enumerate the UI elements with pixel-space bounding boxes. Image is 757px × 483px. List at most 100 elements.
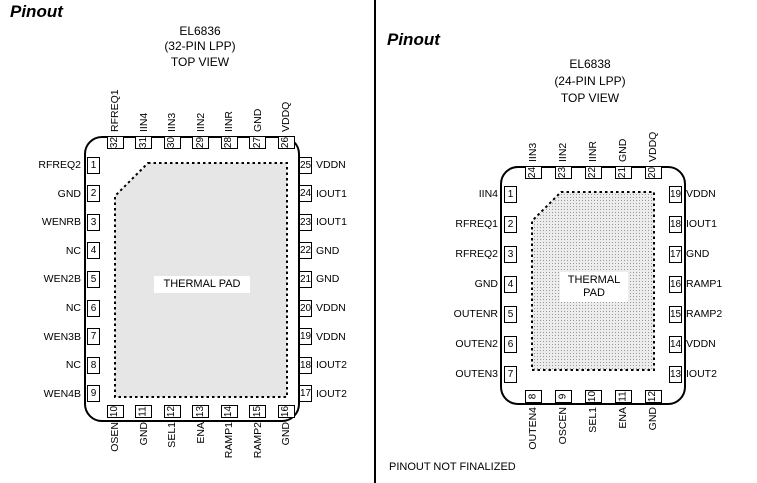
left-pin-15: 15 bbox=[249, 405, 266, 418]
right-pin-label-22: IINR bbox=[587, 141, 599, 162]
left-pin-label-11: GND bbox=[137, 422, 150, 446]
left-pin-label-9: WEN4B bbox=[43, 387, 81, 400]
left-pin-number-14: 14 bbox=[223, 405, 235, 418]
left-pin-30: 30 bbox=[163, 136, 181, 149]
left-package: (32-PIN LPP) bbox=[164, 39, 236, 53]
left-pin-26: 26 bbox=[277, 136, 295, 149]
right-pin-label-10: SEL1 bbox=[587, 407, 599, 433]
left-pin-3: 3 bbox=[87, 213, 100, 231]
left-pin-29: 29 bbox=[192, 136, 209, 149]
left-pin-20: 20 bbox=[299, 299, 312, 317]
right-pin-10: 10 bbox=[584, 390, 602, 403]
left-pin-label-30: IIN3 bbox=[166, 112, 178, 132]
left-pin-label-7: WEN3B bbox=[43, 330, 81, 343]
left-pin-label-14: RAMP1 bbox=[223, 422, 235, 459]
right-pin-23: 23 bbox=[554, 166, 572, 179]
right-pin-18: 18 bbox=[669, 215, 682, 233]
right-pin-label-23: IIN2 bbox=[557, 142, 569, 162]
left-pin-32: 32 bbox=[106, 136, 124, 149]
left-pin-19: 19 bbox=[299, 328, 312, 346]
left-pin-label-25: VDDN bbox=[316, 159, 346, 171]
left-pin-18: 18 bbox=[299, 356, 312, 374]
right-pin-21: 21 bbox=[614, 166, 632, 179]
right-pin-1: 1 bbox=[504, 185, 517, 203]
left-pin-27: 27 bbox=[249, 136, 266, 149]
right-pin-label-24: IIN3 bbox=[527, 142, 539, 162]
right-pin-20: 20 bbox=[644, 166, 662, 179]
left-pin-25: 25 bbox=[299, 156, 312, 174]
right-pin-number-11: 11 bbox=[617, 391, 629, 402]
right-pin-16: 16 bbox=[669, 275, 682, 293]
left-heading: Pinout bbox=[10, 2, 63, 21]
left-pin-label-16: GND bbox=[280, 422, 292, 446]
right-pin-number-21: 21 bbox=[617, 166, 629, 179]
left-pin-label-6: NC bbox=[65, 302, 81, 314]
left-pin-17: 17 bbox=[299, 385, 312, 403]
right-pin-17: 17 bbox=[669, 245, 682, 263]
right-pin-label-12: GND bbox=[647, 407, 659, 431]
right-pin-number-23: 23 bbox=[557, 166, 569, 179]
left-pin-number-31: 31 bbox=[138, 136, 149, 149]
right-pin-label-21: GND bbox=[617, 138, 629, 162]
right-pin-5: 5 bbox=[504, 305, 517, 323]
left-pin-31: 31 bbox=[135, 136, 152, 149]
right-pin-13: 13 bbox=[669, 365, 682, 383]
right-pin-11: 11 bbox=[614, 390, 632, 403]
left-pin-label-2: GND bbox=[57, 187, 81, 200]
left-pin-label-18: IOUT2 bbox=[316, 359, 347, 372]
left-pin-label-26: VDDQ bbox=[280, 101, 292, 132]
right-thermal-pad-text-2: PAD bbox=[583, 287, 605, 299]
right-pin-label-19: VDDN bbox=[686, 188, 716, 200]
left-pin-12: 12 bbox=[163, 405, 181, 418]
footnote: PINOUT NOT FINALIZED bbox=[389, 461, 516, 473]
left-pin-23: 23 bbox=[299, 213, 312, 231]
right-pin-label-20: VDDQ bbox=[647, 131, 659, 162]
left-pin-7: 7 bbox=[87, 328, 100, 346]
right-pin-label-9: OSCEN bbox=[557, 407, 569, 445]
left-pin-number-32: 32 bbox=[109, 136, 121, 149]
right-pin-number-9: 9 bbox=[557, 393, 569, 400]
left-pin-label-8: NC bbox=[65, 359, 81, 372]
left-pin-label-29: IIN2 bbox=[194, 112, 207, 132]
right-pin-label-16: RAMP1 bbox=[686, 278, 723, 290]
left-pin-number-29: 29 bbox=[195, 136, 206, 149]
right-pin-label-5: OUTENR bbox=[453, 308, 498, 320]
right-pin-6: 6 bbox=[504, 335, 517, 353]
left-pin-number-16: 16 bbox=[280, 405, 292, 418]
right-pin-number-12: 12 bbox=[647, 390, 659, 403]
left-pin-22: 22 bbox=[299, 242, 312, 260]
right-thermal-pad-text-1: THERMAL bbox=[567, 274, 621, 286]
left-pin-number-28: 28 bbox=[223, 136, 235, 149]
left-pin-28: 28 bbox=[220, 136, 238, 149]
left-pin-label-32: RFREQ1 bbox=[109, 89, 121, 132]
right-pin-14: 14 bbox=[669, 335, 682, 353]
left-pin-14: 14 bbox=[220, 405, 238, 418]
left-pin-8: 8 bbox=[87, 356, 100, 374]
right-package: (24-PIN LPP) bbox=[554, 74, 626, 88]
left-pin-number-27: 27 bbox=[252, 136, 263, 149]
right-pin-number-24: 24 bbox=[527, 166, 539, 179]
left-pin-label-28: IINR bbox=[223, 111, 235, 132]
right-pin-3: 3 bbox=[504, 245, 517, 263]
left-pin-label-27: GND bbox=[251, 108, 264, 132]
left-pin-label-3: WENRB bbox=[41, 216, 81, 229]
left-pin-label-31: IIN4 bbox=[137, 112, 150, 132]
left-pin-label-17: IOUT2 bbox=[316, 387, 347, 400]
left-pin-16: 16 bbox=[277, 405, 295, 418]
right-pin-label-3: RFREQ2 bbox=[455, 248, 498, 260]
left-pin-label-1: RFREQ2 bbox=[38, 159, 81, 171]
left-pin-21: 21 bbox=[299, 270, 312, 288]
right-pin-label-15: RAMP2 bbox=[686, 308, 723, 320]
right-pin-number-22: 22 bbox=[587, 166, 599, 179]
right-pin-4: 4 bbox=[504, 275, 517, 293]
right-pin-label-11: ENA bbox=[617, 407, 629, 429]
left-pin-label-20: VDDN bbox=[316, 302, 346, 314]
right-pin-label-2: RFREQ1 bbox=[455, 218, 498, 230]
right-pin-22: 22 bbox=[584, 166, 602, 179]
left-pin-number-11: 11 bbox=[137, 406, 149, 417]
left-pin-label-23: IOUT1 bbox=[316, 216, 347, 229]
left-pin-label-24: IOUT1 bbox=[316, 187, 347, 200]
left-pin-number-13: 13 bbox=[195, 405, 206, 418]
